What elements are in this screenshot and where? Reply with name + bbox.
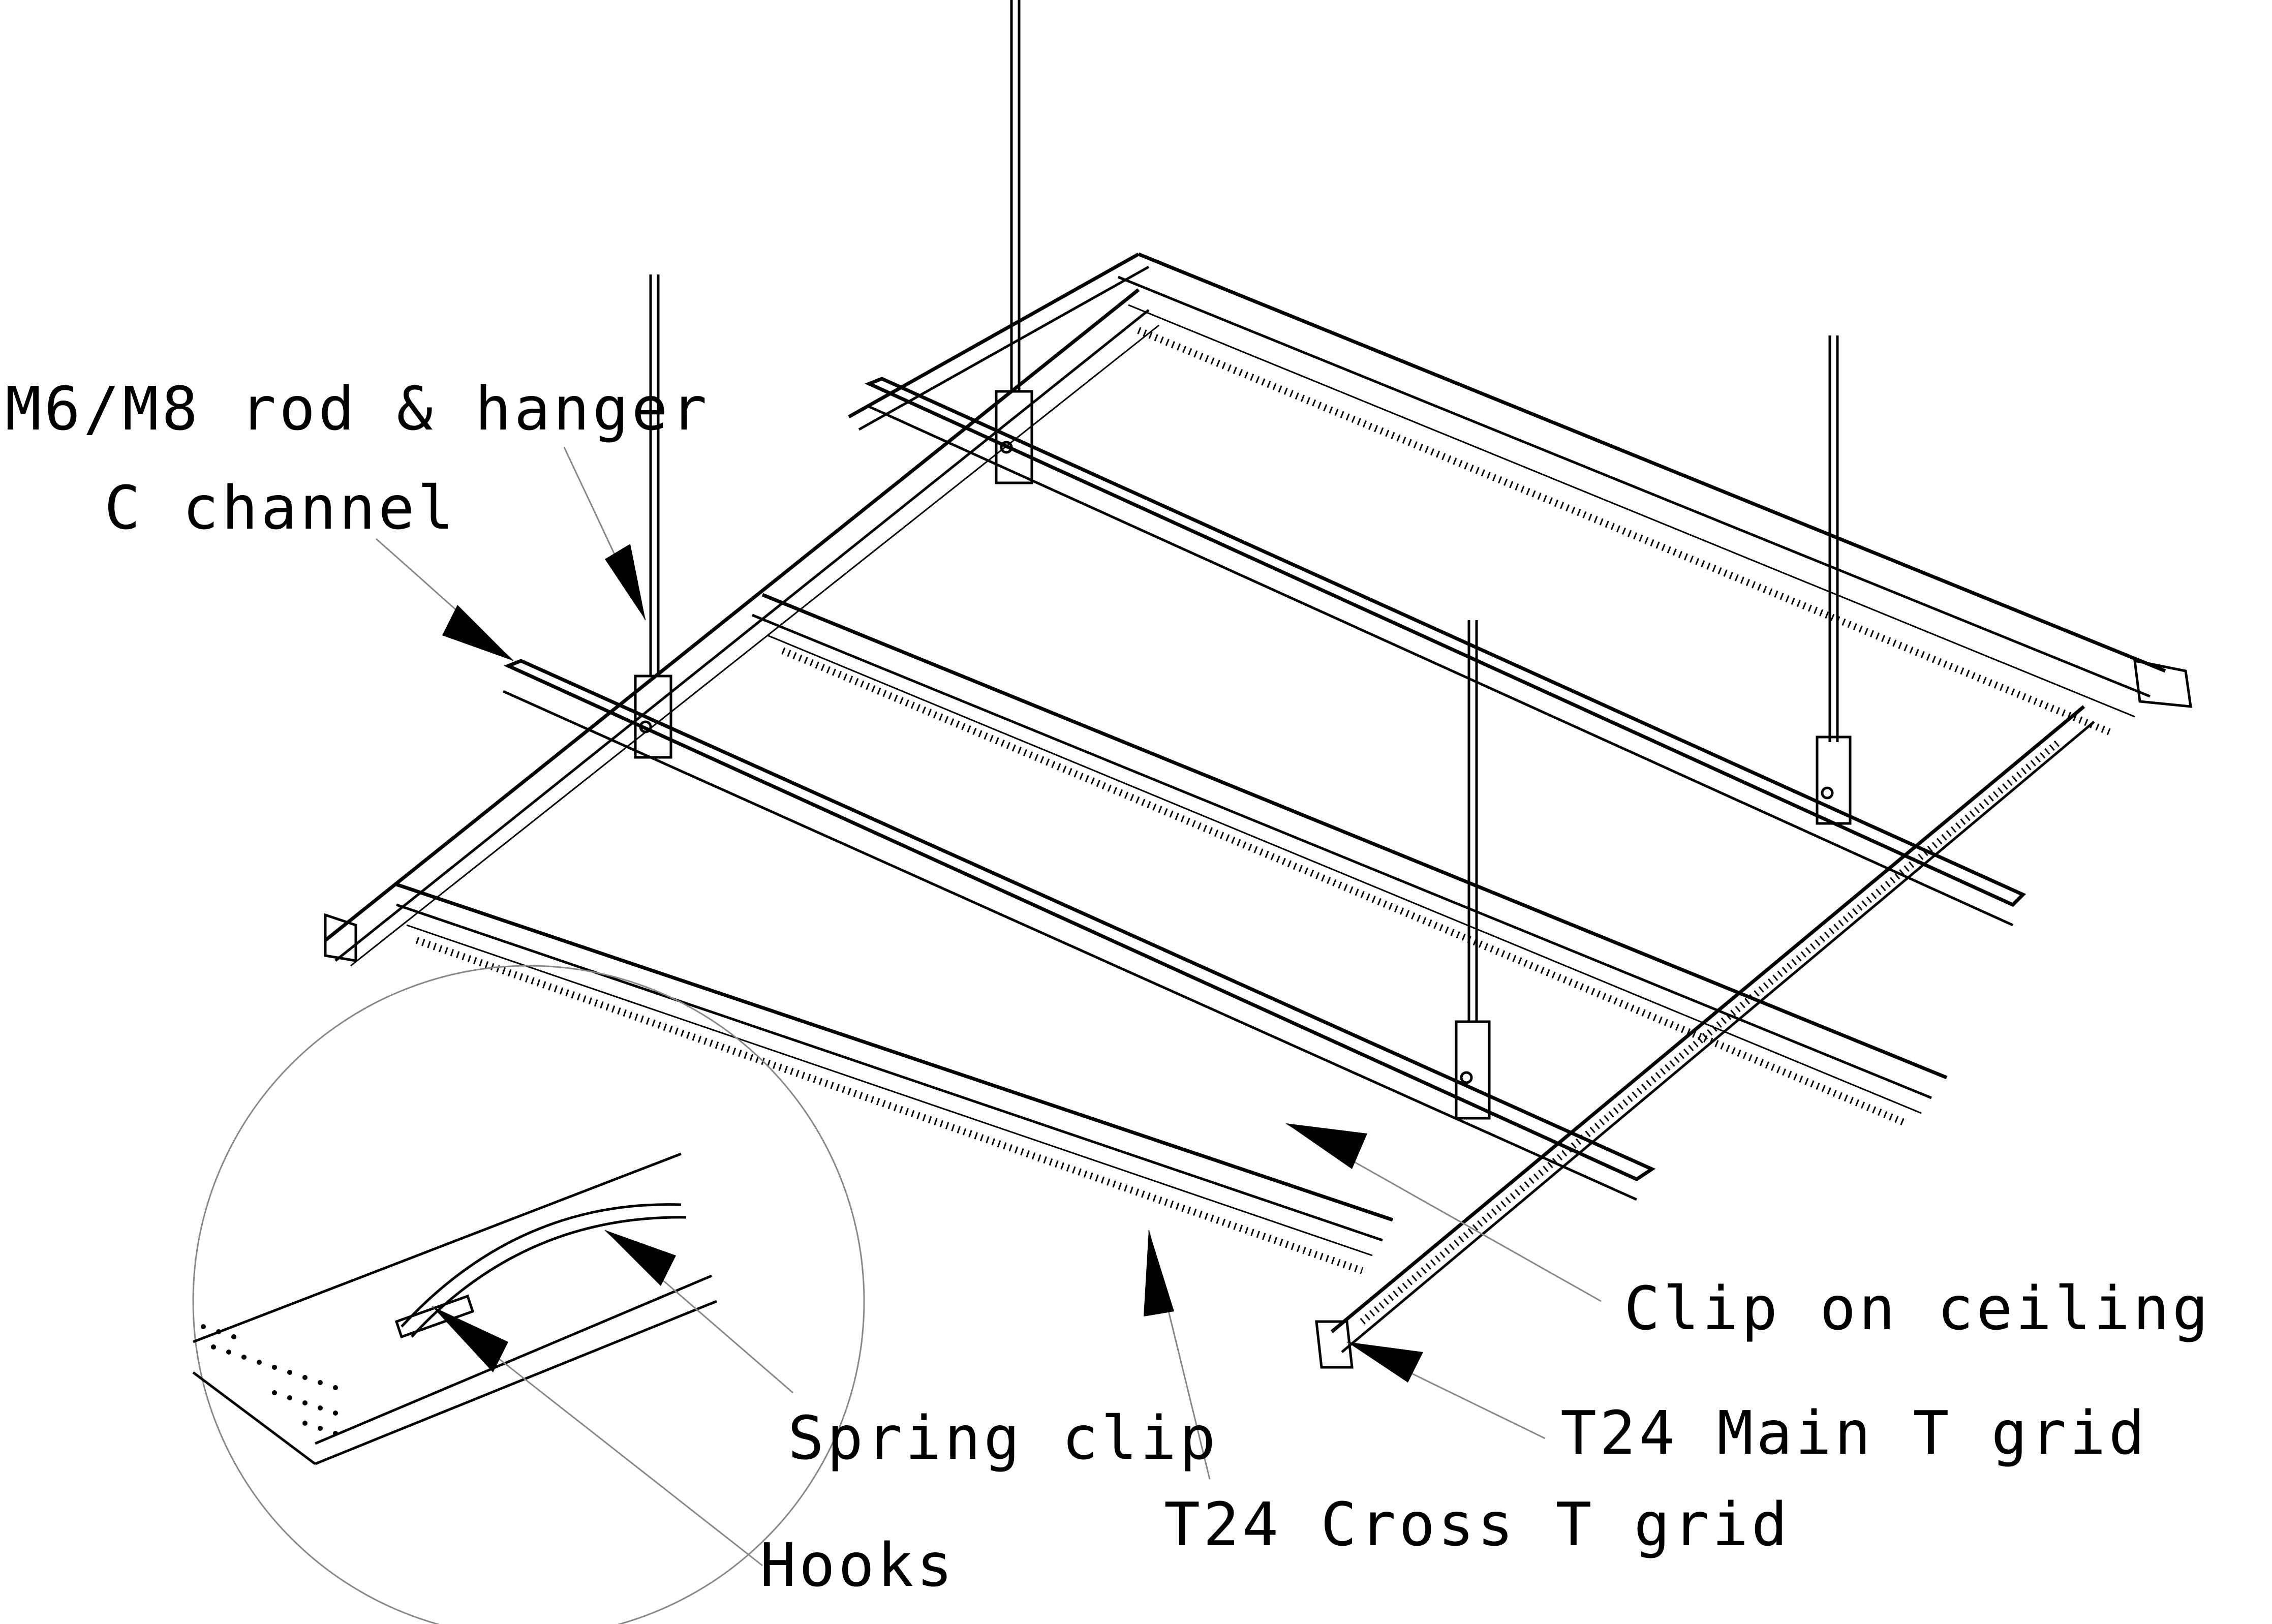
label-c-channel: C channel <box>104 473 456 543</box>
leader-c-channel <box>376 538 514 662</box>
main-t-grid-middle <box>752 593 1948 1127</box>
label-cross-t-grid: T24 Cross T grid <box>1164 1489 1791 1559</box>
hanger-rod-1 <box>634 274 672 759</box>
c-channel-back <box>865 377 2027 927</box>
c-channel-front <box>502 659 1656 1201</box>
label-rod-hanger: M6/M8 rod & hanger <box>5 374 710 444</box>
leader-clip-on-ceiling <box>1285 1122 1602 1302</box>
main-t-grid-front <box>395 882 1394 1274</box>
leader-cross-t-grid <box>1144 1230 1211 1480</box>
cross-t-grid-left <box>324 288 1159 967</box>
leader-hooks <box>432 1305 763 1567</box>
cross-t-grid-right <box>1315 705 2095 1369</box>
leader-rod-hanger <box>563 447 647 621</box>
label-clip-on-ceiling: Clip on ceiling <box>1624 1273 2212 1343</box>
perforation-dots <box>201 1324 338 1436</box>
hanger-rod-3 <box>1816 335 1852 825</box>
hanger-rod-4 <box>1455 620 1491 1120</box>
label-hooks: Hooks <box>760 1530 956 1600</box>
spring-clip-detail-circle <box>192 965 865 1624</box>
label-spring-clip: Spring clip <box>788 1403 1218 1473</box>
hanger-rod-2 <box>995 0 1033 484</box>
main-t-grid-back <box>848 252 2192 736</box>
leader-main-t-grid <box>1346 1341 1546 1439</box>
label-main-t-grid: T24 Main T grid <box>1560 1398 2148 1468</box>
leader-spring-clip <box>604 1229 793 1394</box>
